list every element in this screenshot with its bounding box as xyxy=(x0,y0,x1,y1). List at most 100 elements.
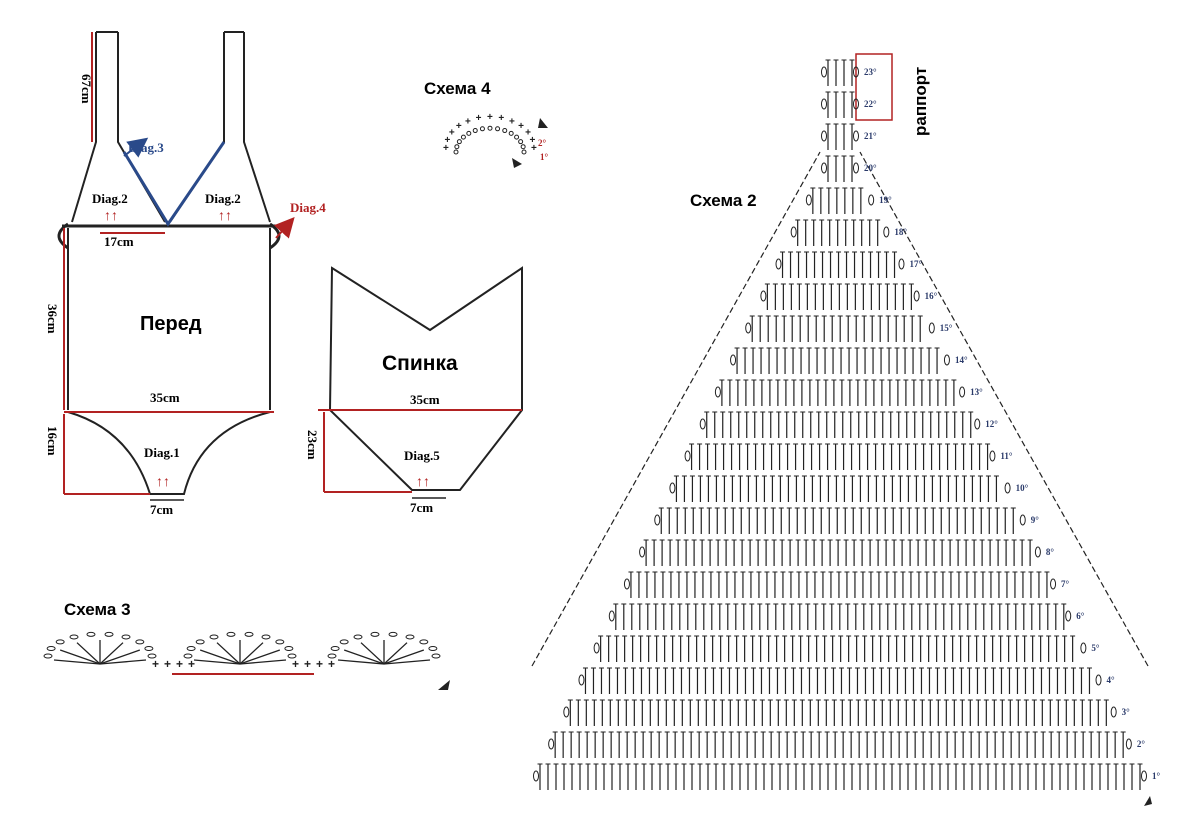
plus-stitch: + xyxy=(465,116,471,127)
diag2-left-label: Diag.2 xyxy=(92,191,128,206)
scheme2-row-label-16: 16° xyxy=(925,291,938,301)
shell-stitch xyxy=(239,642,264,665)
chain-loop xyxy=(853,66,859,78)
scheme2-row-label-20: 20° xyxy=(864,163,877,173)
chain-loop xyxy=(1019,514,1026,526)
chain-loop xyxy=(684,450,691,462)
chain-loop xyxy=(593,642,600,654)
shell-stitch xyxy=(239,649,281,665)
chain-loop xyxy=(1034,546,1041,558)
scheme2-row-labels: 1°2°3°4°5°6°7°8°9°10°11°12°13°14°15°16°1… xyxy=(864,67,1161,781)
chain-loop xyxy=(563,706,570,718)
chain-dot xyxy=(479,126,485,132)
chain-loop xyxy=(623,578,630,590)
diag1-label: Diag.1 xyxy=(144,445,180,460)
chain-loop xyxy=(669,482,676,494)
chain-loop xyxy=(775,258,782,270)
plus-stitch: + xyxy=(456,121,462,132)
chain-loop xyxy=(654,514,661,526)
shell-stitch xyxy=(383,642,408,665)
plus-stitch: + xyxy=(328,657,335,671)
scheme4-chart: +++++++++++++ xyxy=(443,112,548,168)
shell-chain xyxy=(144,645,154,651)
shell-chain xyxy=(186,645,196,651)
chain-loop xyxy=(959,386,966,398)
shell-chain xyxy=(226,631,236,637)
shell-chain xyxy=(46,645,56,651)
chain-loop xyxy=(943,354,950,366)
end-marker xyxy=(538,118,548,128)
back-width-mid-label: 35cm xyxy=(410,392,440,407)
chain-loop xyxy=(1050,578,1057,590)
front-left-strap xyxy=(71,32,97,223)
chain-loop xyxy=(533,770,539,782)
plus-stitch: + xyxy=(530,135,536,146)
front-direction-arrows: ↑↑ ↑↑ ↑↑ xyxy=(104,207,232,489)
plus-stitch: + xyxy=(498,113,504,124)
front-width-top-label: 17cm xyxy=(104,234,134,249)
start-marker xyxy=(438,680,450,690)
chain-loop xyxy=(548,738,555,750)
chain-loop xyxy=(821,130,827,142)
plus-stitch: + xyxy=(444,135,450,146)
shell-stitch xyxy=(360,642,385,665)
plus-stitch: + xyxy=(449,128,455,139)
chain-dot xyxy=(495,126,501,132)
scheme4-title: Схема 4 xyxy=(424,79,491,98)
scheme2-row-label-5: 5° xyxy=(1091,643,1100,653)
chain-dot xyxy=(521,149,527,155)
shell-chain xyxy=(330,645,340,651)
chain-dot xyxy=(514,134,520,140)
diag3-arrow xyxy=(123,137,149,158)
chain-loop xyxy=(821,66,827,78)
shell-stitch xyxy=(99,649,141,665)
scheme2-left-edge xyxy=(531,151,821,667)
diag5-label: Diag.5 xyxy=(404,448,440,463)
svg-text:↑↑: ↑↑ xyxy=(218,207,232,223)
chain-dot xyxy=(518,139,524,145)
shell-chain xyxy=(419,639,429,645)
shell-stitch xyxy=(337,659,385,665)
back-direction-arrows: ↑↑ xyxy=(416,473,430,489)
scheme2-row-label-18: 18° xyxy=(894,227,907,237)
shell-chain xyxy=(121,634,131,640)
chain-dot xyxy=(454,144,460,150)
front-height-body-label: 36cm xyxy=(45,304,60,334)
diag3-label: Diag.3 xyxy=(128,140,164,155)
shell-chain xyxy=(405,634,415,640)
shell-stitch xyxy=(99,659,147,665)
scheme2-row-label-19: 19° xyxy=(879,195,892,205)
front-width-bottom-label: 7cm xyxy=(150,502,173,517)
chain-loop xyxy=(1110,706,1117,718)
scheme2-row-label-22: 22° xyxy=(864,99,877,109)
front-dimension-lines xyxy=(63,32,274,495)
shell-chain xyxy=(284,645,294,651)
shell-stitch xyxy=(199,649,241,665)
front-right-strap xyxy=(243,32,271,223)
chain-loop xyxy=(989,450,996,462)
scheme2-row-label-21: 21° xyxy=(864,131,877,141)
shell-stitch xyxy=(383,649,425,665)
chain-loop xyxy=(821,162,827,174)
scheme2-row-label-8: 8° xyxy=(1046,547,1055,557)
plus-stitch: + xyxy=(188,657,195,671)
shell-stitch xyxy=(216,642,241,665)
plus-stitch: + xyxy=(304,657,311,671)
chain-loop xyxy=(928,322,935,334)
scheme2-row-label-2: 2° xyxy=(1137,739,1146,749)
shell-stitch xyxy=(76,642,101,665)
shell-chain xyxy=(135,639,145,645)
scheme2-row-label-14: 14° xyxy=(955,355,968,365)
shell-chain xyxy=(339,639,349,645)
shell-chain xyxy=(388,631,398,637)
scheme2-title: Схема 2 xyxy=(690,191,757,210)
shell-chain xyxy=(428,645,438,651)
scheme4-row-2: 2° xyxy=(538,138,547,148)
scheme2-right-edge xyxy=(859,151,1149,667)
scheme2-row-label-17: 17° xyxy=(909,259,922,269)
scheme2-row-label-9: 9° xyxy=(1031,515,1040,525)
shell-stitch xyxy=(59,649,101,665)
front-height-bottom-label: 16cm xyxy=(45,426,60,456)
chain-loop xyxy=(608,610,615,622)
back-width-bottom-label: 7cm xyxy=(410,500,433,515)
